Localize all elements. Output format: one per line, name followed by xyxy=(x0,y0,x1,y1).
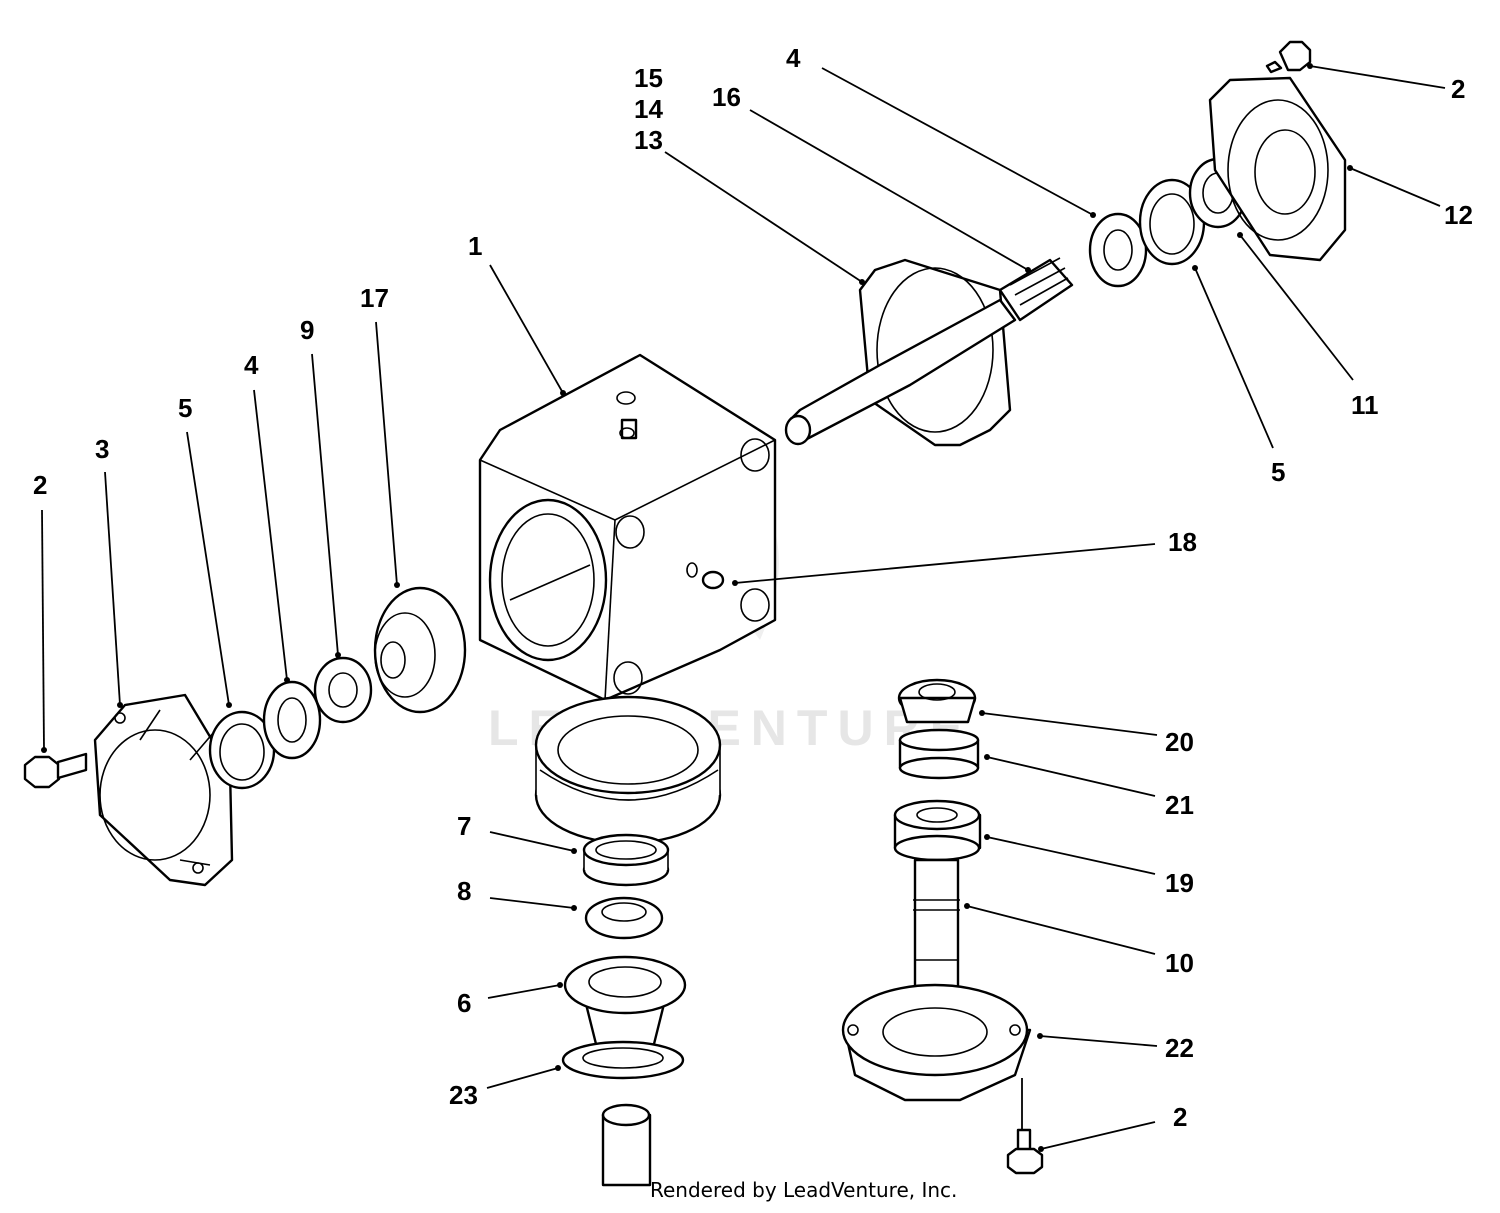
callout-4-upper: 4 xyxy=(786,43,801,73)
washer-23[interactable] xyxy=(561,1040,685,1080)
callout-14: 14 xyxy=(634,94,663,124)
callout-17: 17 xyxy=(360,283,389,313)
output-flange-and-shaft[interactable] xyxy=(784,257,1074,447)
bearing-cone-8[interactable] xyxy=(584,896,664,940)
gearbox-housing[interactable] xyxy=(478,353,777,702)
bolt-top[interactable] xyxy=(1265,40,1312,74)
roller-bearing-left[interactable] xyxy=(262,680,322,760)
callout-6: 6 xyxy=(457,988,471,1018)
bearing-cup-21[interactable] xyxy=(898,728,980,780)
callout-2-bottom: 2 xyxy=(1173,1102,1187,1132)
bearing-race-upper[interactable] xyxy=(1138,178,1206,266)
roller-bearing-20[interactable] xyxy=(897,678,977,724)
callout-7: 7 xyxy=(457,811,471,841)
callout-9: 9 xyxy=(300,315,314,345)
roller-bearing-upper[interactable] xyxy=(1088,212,1148,288)
callout-11: 11 xyxy=(1351,390,1379,420)
callout-16: 16 xyxy=(712,82,741,112)
callout-5-upper: 5 xyxy=(1271,457,1285,487)
callout-21: 21 xyxy=(1165,790,1194,820)
leader-lines xyxy=(41,63,1446,1152)
callout-13: 13 xyxy=(634,125,663,155)
fill-plug[interactable] xyxy=(701,570,725,590)
callout-4-left: 4 xyxy=(244,350,259,380)
output-stub-shaft[interactable] xyxy=(601,1103,652,1187)
callout-labels: 15 14 13 16 4 2 12 11 5 1 17 9 4 5 3 2 1… xyxy=(33,43,1473,1132)
bolt-bottom[interactable] xyxy=(1006,1128,1044,1175)
end-cap-upper[interactable] xyxy=(1208,76,1347,262)
bottom-flange-housing[interactable] xyxy=(534,695,722,845)
seal-ring[interactable] xyxy=(313,656,373,724)
callout-19: 19 xyxy=(1165,868,1194,898)
callout-8: 8 xyxy=(457,876,471,906)
callout-3: 3 xyxy=(95,434,109,464)
callout-1: 1 xyxy=(468,231,482,261)
bearing-cup-7[interactable] xyxy=(582,833,670,887)
callout-2-top: 2 xyxy=(1451,74,1465,104)
callout-12: 12 xyxy=(1444,200,1473,230)
render-credit: Rendered by LeadVenture, Inc. xyxy=(650,1178,958,1202)
input-pulley[interactable] xyxy=(373,586,467,714)
ball-bearing-19[interactable] xyxy=(893,799,982,862)
bolt-left[interactable] xyxy=(23,752,88,789)
callout-2-left: 2 xyxy=(33,470,47,500)
bottom-cover-22[interactable] xyxy=(841,983,1032,1102)
callout-23: 23 xyxy=(449,1080,478,1110)
callout-18: 18 xyxy=(1168,527,1197,557)
callout-10: 10 xyxy=(1165,948,1194,978)
callout-20: 20 xyxy=(1165,727,1194,757)
callout-5-left: 5 xyxy=(178,393,192,423)
end-cover-left[interactable] xyxy=(93,693,234,887)
callout-22: 22 xyxy=(1165,1033,1194,1063)
callout-15: 15 xyxy=(634,63,663,93)
